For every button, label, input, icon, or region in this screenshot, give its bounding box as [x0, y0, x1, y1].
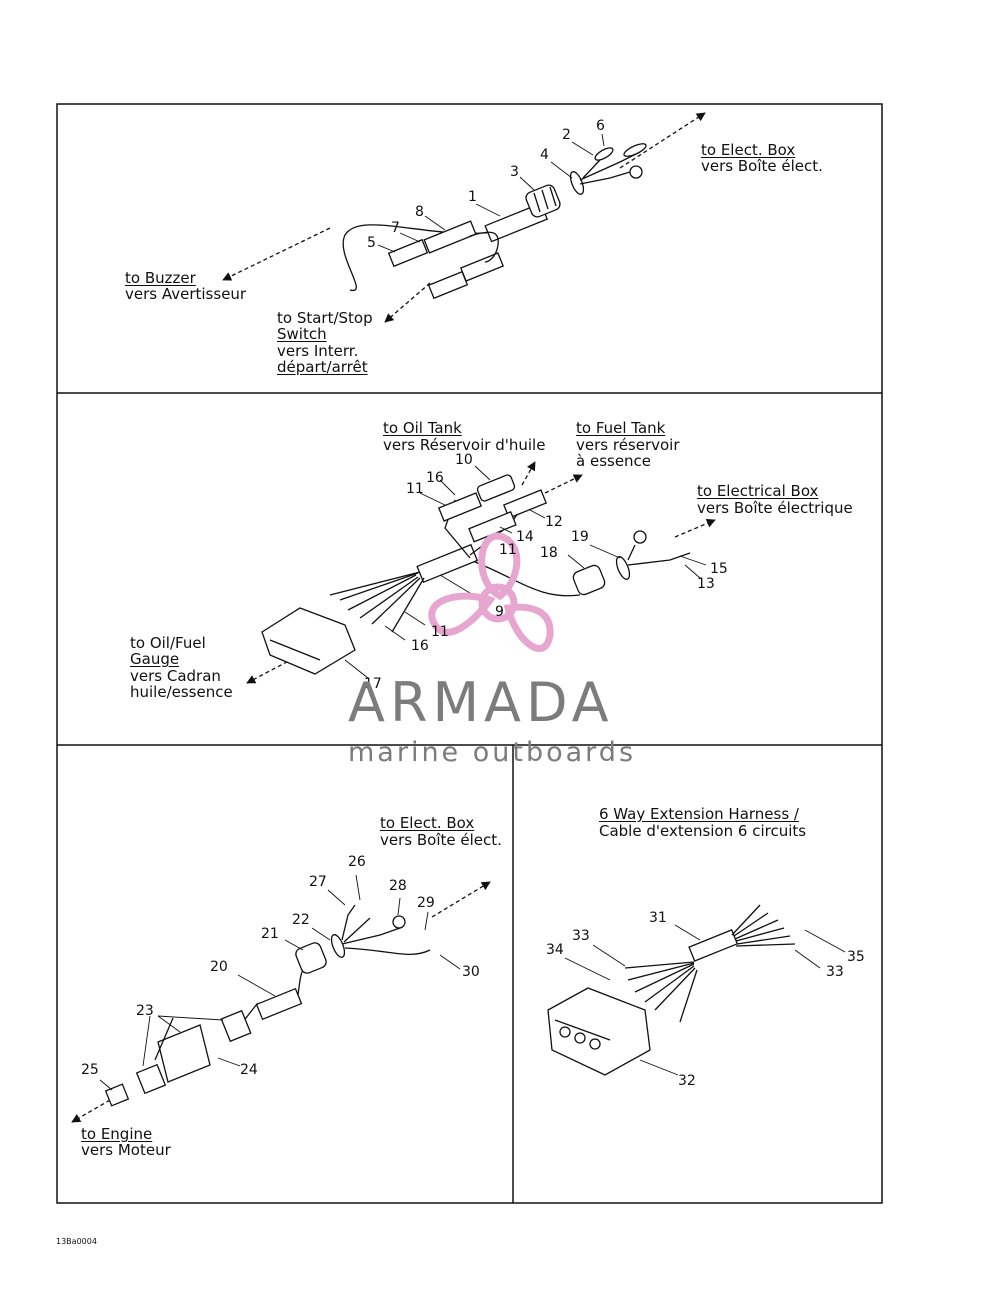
figure-code: 13Ba0004 — [56, 1237, 97, 1246]
callout-13: 13 — [697, 576, 715, 592]
start-stop-label-3: vers Interr. — [277, 342, 359, 360]
panel4-harness — [547, 904, 796, 1076]
callout-16-a: 16 — [426, 470, 444, 486]
callout-27: 27 — [309, 874, 327, 890]
callout-33-b: 33 — [826, 964, 844, 980]
callout-4: 4 — [540, 147, 549, 163]
p3-elect-box-label-en: to Elect. Box — [380, 814, 475, 832]
callout-11-a: 11 — [406, 481, 424, 497]
wm-hub — [478, 583, 518, 623]
oil-tank-label-fr: vers Réservoir d'huile — [383, 436, 546, 454]
elect-box-label-fr: vers Boîte élect. — [701, 157, 823, 175]
watermark-propeller — [428, 532, 554, 652]
p3-elect-box-label-fr: vers Boîte élect. — [380, 831, 502, 849]
callout-28: 28 — [389, 878, 407, 894]
fuel-tank-label-en: to Fuel Tank — [576, 419, 666, 437]
callout-9: 9 — [495, 604, 504, 620]
callout-16-b: 16 — [411, 638, 429, 654]
oil-tank-label-en: to Oil Tank — [383, 419, 462, 437]
callout-33-a: 33 — [572, 928, 590, 944]
callout-25: 25 — [81, 1062, 99, 1078]
fuel-tank-label-fr-2: à essence — [576, 452, 652, 470]
callout-12: 12 — [545, 514, 563, 530]
frame — [56, 103, 883, 1204]
callout-10: 10 — [455, 452, 473, 468]
callout-11-c: 11 — [431, 624, 449, 640]
callout-3: 3 — [510, 164, 519, 180]
callout-29: 29 — [417, 895, 435, 911]
panel1-harness — [222, 112, 706, 323]
extension-harness-title-fr: Cable d'extension 6 circuits — [599, 822, 807, 840]
callout-7: 7 — [391, 220, 400, 236]
extension-harness-title-en: 6 Way Extension Harness / — [599, 805, 799, 823]
callout-6: 6 — [596, 118, 605, 134]
watermark-word: ARMADA — [348, 671, 614, 734]
callout-30: 30 — [462, 964, 480, 980]
callout-19: 19 — [571, 529, 589, 545]
callout-2: 2 — [562, 127, 571, 143]
callout-5: 5 — [367, 235, 376, 251]
elect-box-label-en: to Elect. Box — [701, 141, 796, 159]
wm-blade-top — [478, 532, 521, 601]
panel3-harness — [71, 881, 491, 1123]
callout-18: 18 — [540, 545, 558, 561]
gauge-label-1: to Oil/Fuel — [130, 634, 206, 652]
buzzer-label-en: to Buzzer — [125, 269, 196, 287]
wm-blade-right — [503, 603, 554, 652]
leader-lines — [99, 133, 846, 1091]
callout-35: 35 — [847, 949, 865, 965]
callout-21: 21 — [261, 926, 279, 942]
engine-label-en: to Engine — [81, 1125, 153, 1143]
callout-11-b: 11 — [499, 542, 517, 558]
callout-26: 26 — [348, 854, 366, 870]
watermark-sub: marine outboards — [348, 737, 637, 768]
callout-14: 14 — [516, 529, 534, 545]
callout-17: 17 — [364, 676, 382, 692]
start-stop-label-4: départ/arrêt — [277, 358, 368, 376]
gauge-label-4: huile/essence — [130, 683, 233, 701]
wm-blade-left — [428, 592, 496, 636]
callout-22: 22 — [292, 912, 310, 928]
gauge-label-3: vers Cadran — [130, 667, 221, 685]
engine-label-fr: vers Moteur — [81, 1141, 171, 1159]
callout-23: 23 — [136, 1003, 154, 1019]
gauge-label-2: Gauge — [130, 650, 180, 668]
callout-31: 31 — [649, 910, 667, 926]
callout-15: 15 — [710, 561, 728, 577]
buzzer-label-fr: vers Avertisseur — [125, 285, 247, 303]
start-stop-label-1: to Start/Stop — [277, 309, 373, 327]
start-stop-label-2: Switch — [277, 325, 327, 343]
callout-24: 24 — [240, 1062, 258, 1078]
fuel-tank-label-fr-1: vers réservoir — [576, 436, 680, 454]
electrical-box-label-en: to Electrical Box — [697, 482, 819, 500]
callout-32: 32 — [678, 1073, 696, 1089]
callout-20: 20 — [210, 959, 228, 975]
callout-1: 1 — [468, 189, 477, 205]
electrical-box-label-fr: vers Boîte électrique — [697, 499, 853, 517]
callout-34: 34 — [546, 942, 564, 958]
callout-8: 8 — [415, 204, 424, 220]
